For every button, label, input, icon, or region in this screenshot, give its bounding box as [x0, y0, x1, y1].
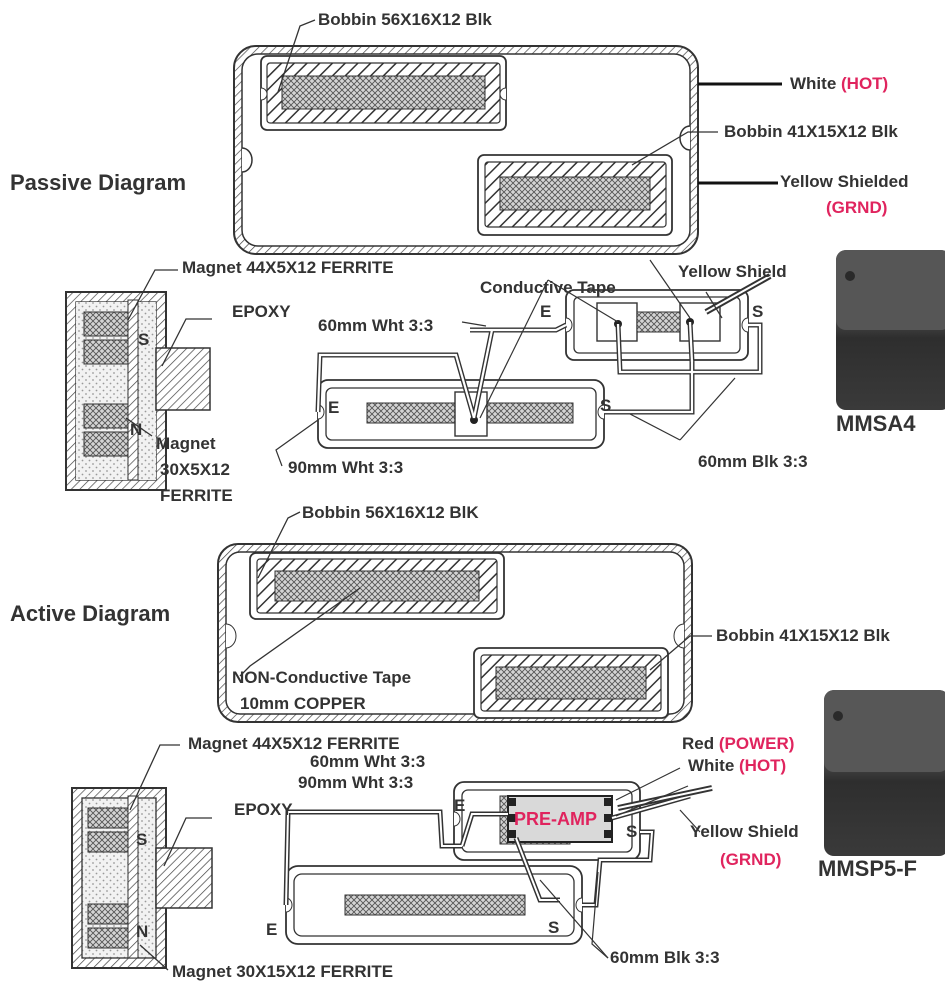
active-bottom-coil-end-e: E: [266, 920, 278, 939]
passive-pole-s: S: [138, 330, 150, 349]
passive-yellow-shield-label: Yellow Shield: [678, 262, 787, 281]
active-red-wire-tag: (POWER): [718, 734, 795, 753]
product-model-mmsp5f: MMSP5-F: [818, 856, 917, 881]
leader-line: [461, 321, 487, 327]
passive-pole-n: N: [130, 420, 143, 439]
active-white-wire-name: White: [688, 756, 735, 775]
active-magnet-assembly: [71, 787, 213, 969]
active-epoxy-label: EPOXY: [234, 800, 293, 819]
passive-yellow-wire-label: Yellow Shielded: [780, 172, 909, 191]
passive-magnet-bottom-line1: Magnet: [156, 434, 216, 453]
active-top-coil-end-e: E: [454, 796, 466, 815]
passive-white-wire-tag: (HOT): [841, 74, 889, 93]
active-wire-60-blk-label: 60mm Blk 3:3: [610, 948, 720, 967]
passive-top-coil-end-s: S: [752, 302, 764, 321]
passive-magnet-bottom-line3: FERRITE: [160, 486, 233, 505]
leader-line: [239, 587, 361, 677]
active-white-wire-label: White (HOT): [688, 756, 786, 776]
passive-white-wire-name: White: [790, 74, 837, 93]
leader-line: [125, 417, 153, 437]
product-photo-mmsa4: [836, 250, 945, 410]
passive-wire-60-wht-label: 60mm Wht 3:3: [318, 316, 434, 335]
leader-line: [277, 19, 316, 93]
passive-white-wire-label: White (HOT): [790, 74, 888, 94]
active-wire-90-wht-label: 90mm Wht 3:3: [298, 773, 414, 792]
active-pole-n: N: [136, 922, 149, 941]
passive-magnet-bottom-line2: 30X5X12: [160, 460, 230, 479]
active-red-wire-name: Red: [682, 734, 715, 753]
passive-bottom-coil-end-s: S: [600, 396, 612, 415]
leader-line: [705, 291, 723, 319]
product-photo-mmsp5f: [824, 690, 945, 856]
leader-line: [127, 269, 178, 321]
passive-conductive-tape-label: Conductive Tape: [480, 278, 616, 297]
passive-wires-inner: [316, 321, 762, 419]
active-bobbin-small-label: Bobbin 41X15X12 Blk: [716, 626, 890, 645]
active-bottom-coil: [285, 865, 583, 945]
active-bottom-coil-end-s: S: [548, 918, 560, 937]
active-diagram-title: Active Diagram: [10, 601, 171, 626]
leader-line: [139, 944, 169, 971]
passive-wire-90-wht-label: 90mm Wht 3:3: [288, 458, 404, 477]
leader-line: [161, 318, 212, 367]
leader-line: [257, 511, 301, 579]
active-preamp: [507, 795, 613, 843]
leader-line: [539, 879, 609, 959]
passive-bottom-coil: [317, 379, 605, 449]
passive-magnet-assembly: [65, 291, 211, 491]
passive-top-coil-end-e: E: [540, 302, 552, 321]
passive-yellow-wire-tag: (GRND): [826, 198, 888, 217]
active-top-coil-end-s: S: [626, 822, 638, 841]
active-magnet-bottom-label: Magnet 30X15X12 FERRITE: [172, 962, 394, 981]
active-bobbin-large: [249, 552, 505, 620]
passive-bobbin-small-label: Bobbin 41X15X12 Blk: [724, 122, 898, 141]
active-tape-label-line1: NON-Conductive Tape: [232, 668, 412, 687]
active-magnet-top-label: Magnet 44X5X12 FERRITE: [188, 734, 400, 753]
passive-bobbin-large: [260, 55, 507, 131]
passive-bobbin-large-label: Bobbin 56X16X12 Blk: [318, 10, 492, 29]
active-preamp-label: PRE-AMP: [514, 809, 598, 829]
active-tape-label-line2: 10mm COPPER: [240, 694, 366, 713]
leader-line: [275, 419, 319, 467]
active-red-wire-label: Red (POWER): [682, 734, 794, 754]
active-bobbin-small: [473, 647, 669, 719]
leader-line: [631, 131, 718, 166]
active-yellow-shield-tag: (GRND): [720, 850, 782, 869]
leader-line: [679, 377, 736, 441]
passive-epoxy-label: EPOXY: [232, 302, 291, 321]
passive-wire-60-blk-label: 60mm Blk 3:3: [698, 452, 808, 471]
passive-bottom-coil-end-e: E: [328, 398, 340, 417]
passive-magnet-top-label: Magnet 44X5X12 FERRITE: [182, 258, 394, 277]
leader-line: [679, 809, 701, 833]
leader-line: [649, 635, 712, 671]
leader-line: [649, 259, 691, 319]
leader-line: [129, 744, 180, 811]
leader-line: [163, 817, 212, 867]
active-pole-s: S: [136, 830, 148, 849]
active-white-wire-tag: (HOT): [739, 756, 787, 775]
passive-diagram-title: Passive Diagram: [10, 170, 187, 195]
leader-line: [615, 767, 681, 801]
product-model-mmsa4: MMSA4: [836, 411, 916, 436]
active-bobbin-large-label: Bobbin 56X16X12 BlK: [302, 503, 479, 522]
leader-line: [629, 413, 681, 441]
leader-line: [479, 279, 549, 419]
active-wire-60-wht-label: 60mm Wht 3:3: [310, 752, 426, 771]
passive-bobbin-small: [477, 154, 673, 236]
leader-line: [591, 871, 609, 959]
leader-line: [547, 279, 619, 323]
active-yellow-shield-label: Yellow Shield: [690, 822, 799, 841]
leader-line: [615, 785, 689, 817]
